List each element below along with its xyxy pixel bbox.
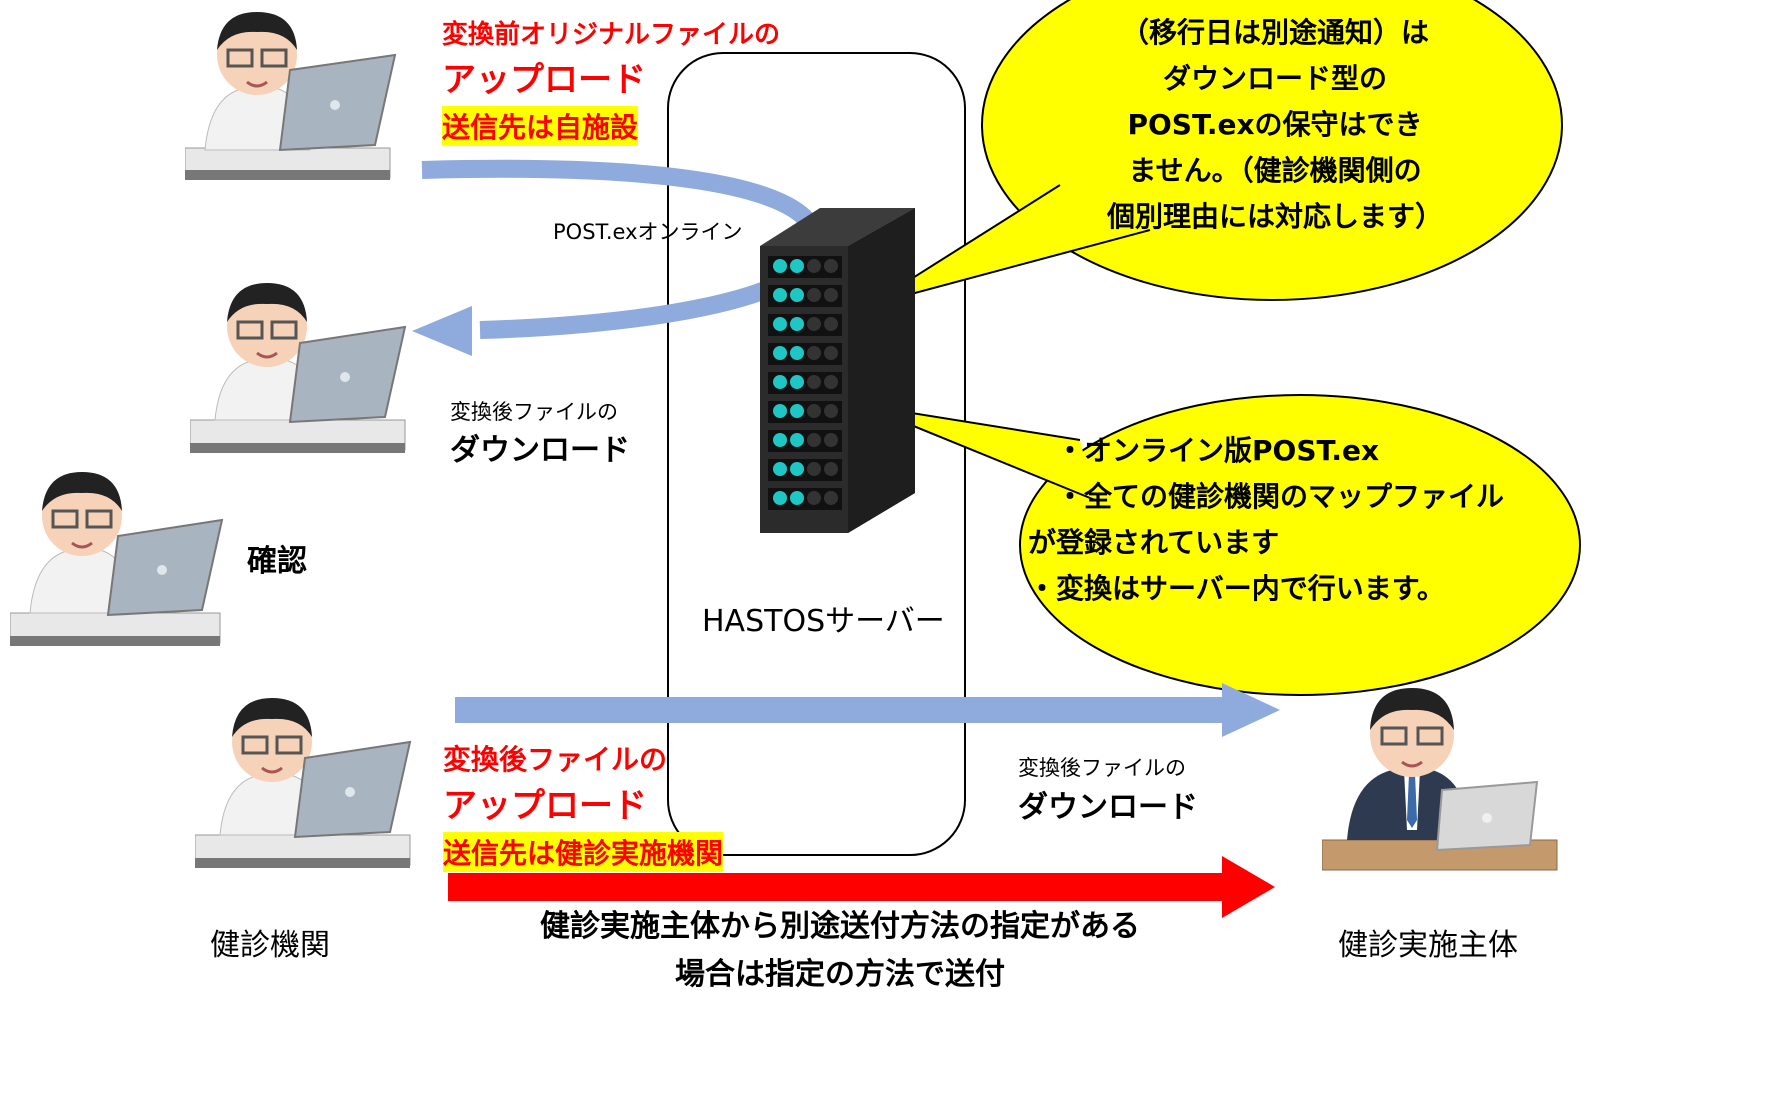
server-led	[773, 346, 787, 360]
server-led	[790, 375, 804, 389]
server-led	[807, 462, 821, 476]
download-mid-line1: 変換後ファイルの	[450, 400, 618, 424]
server-slot	[768, 401, 842, 423]
server-led	[773, 491, 787, 505]
server-led	[807, 317, 821, 331]
upload-top-line2: アップロード	[442, 60, 646, 100]
callout-bottom-text: ・オンライン版POST.ex ・全ての健診機関のマップファイル が登録されていま…	[1028, 428, 1504, 612]
server-led	[824, 433, 838, 447]
upload-top-line1: 変換前オリジナルファイルの	[442, 20, 781, 50]
upload-bottom-line3: 送信先は健診実施機関	[443, 832, 724, 872]
server-led	[824, 346, 838, 360]
callout-top-line: （移行日は別途通知）は	[1120, 16, 1429, 49]
server-slot	[768, 256, 842, 278]
server-led	[807, 433, 821, 447]
server-led	[773, 288, 787, 302]
server-led	[790, 433, 804, 447]
server-led	[773, 317, 787, 331]
callout-bottom-line: ・オンライン版POST.ex	[1056, 434, 1380, 467]
server-led	[807, 259, 821, 273]
callout-top-line: ダウンロード型の	[1162, 62, 1387, 95]
server-led	[773, 433, 787, 447]
person-upload-icon	[185, 0, 415, 180]
server-led	[773, 404, 787, 418]
bottom-note: 健診実施主体から別途送付方法の指定がある 場合は指定の方法で送付	[440, 903, 1240, 999]
server-slot	[768, 343, 842, 365]
callout-bottom-line: ・変換はサーバー内で行います。	[1028, 572, 1445, 605]
callout-top-line: 個別理由には対応します）	[1106, 200, 1443, 233]
server-led	[773, 259, 787, 273]
red-arrow-to-implementer	[448, 856, 1275, 918]
server-led	[790, 462, 804, 476]
confirm-label: 確認	[247, 544, 307, 579]
callout-bottom-shape	[861, 394, 1581, 696]
server-led	[790, 259, 804, 273]
label-institution: 健診機関	[210, 928, 330, 963]
server-led	[824, 288, 838, 302]
server-led	[773, 462, 787, 476]
upload-top-line3: 送信先は自施設	[442, 106, 639, 146]
server-led	[790, 288, 804, 302]
server-led	[824, 462, 838, 476]
label-implementer: 健診実施主体	[1338, 928, 1518, 963]
server-led	[824, 404, 838, 418]
server-led	[824, 491, 838, 505]
server-slot	[768, 314, 842, 336]
server-slot	[768, 372, 842, 394]
person-upload-bottom-icon	[195, 680, 425, 870]
server-led	[790, 404, 804, 418]
bottom-note-line1: 健診実施主体から別途送付方法の指定がある	[540, 909, 1140, 944]
server-led	[807, 288, 821, 302]
download-right-line1: 変換後ファイルの	[1018, 756, 1186, 780]
download-mid-line2: ダウンロード	[450, 433, 630, 468]
server-led	[807, 404, 821, 418]
callout-top-line: ません。（健診機関側の	[1128, 154, 1422, 187]
callout-top-shape	[869, 0, 1563, 306]
callout-top-line: POST.exの保守はでき	[1127, 108, 1423, 141]
upload-bottom-line1: 変換後ファイルの	[443, 743, 668, 776]
download-right-line2: ダウンロード	[1018, 790, 1198, 825]
server-led	[807, 375, 821, 389]
implementer-icon	[1322, 670, 1562, 880]
person-confirm-icon	[10, 448, 240, 648]
server-led	[824, 259, 838, 273]
server-led	[790, 317, 804, 331]
server-label: HASTOSサーバー	[702, 604, 945, 639]
server-led	[807, 491, 821, 505]
callout-bottom-line: ・全ての健診機関のマップファイル	[1056, 480, 1505, 513]
server-rack-icon	[760, 208, 915, 533]
callout-bottom-line: が登録されています	[1028, 526, 1280, 559]
server-led	[807, 346, 821, 360]
server-led	[790, 346, 804, 360]
server-led	[790, 491, 804, 505]
server-slot	[768, 285, 842, 307]
server-led	[773, 375, 787, 389]
person-download-icon	[190, 265, 420, 455]
server-slot	[768, 430, 842, 452]
server-slot	[768, 459, 842, 481]
bottom-note-line2: 場合は指定の方法で送付	[675, 957, 1005, 992]
callout-top-text: （移行日は別途通知）は ダウンロード型の POST.exの保守はでき ません。（…	[1040, 10, 1510, 240]
server-slot	[768, 488, 842, 510]
blue-arrow-to-implementer	[455, 683, 1280, 737]
online-label: POST.exオンライン	[553, 220, 743, 244]
upload-bottom-line2: アップロード	[443, 786, 647, 826]
server-led	[824, 375, 838, 389]
server-led	[824, 317, 838, 331]
